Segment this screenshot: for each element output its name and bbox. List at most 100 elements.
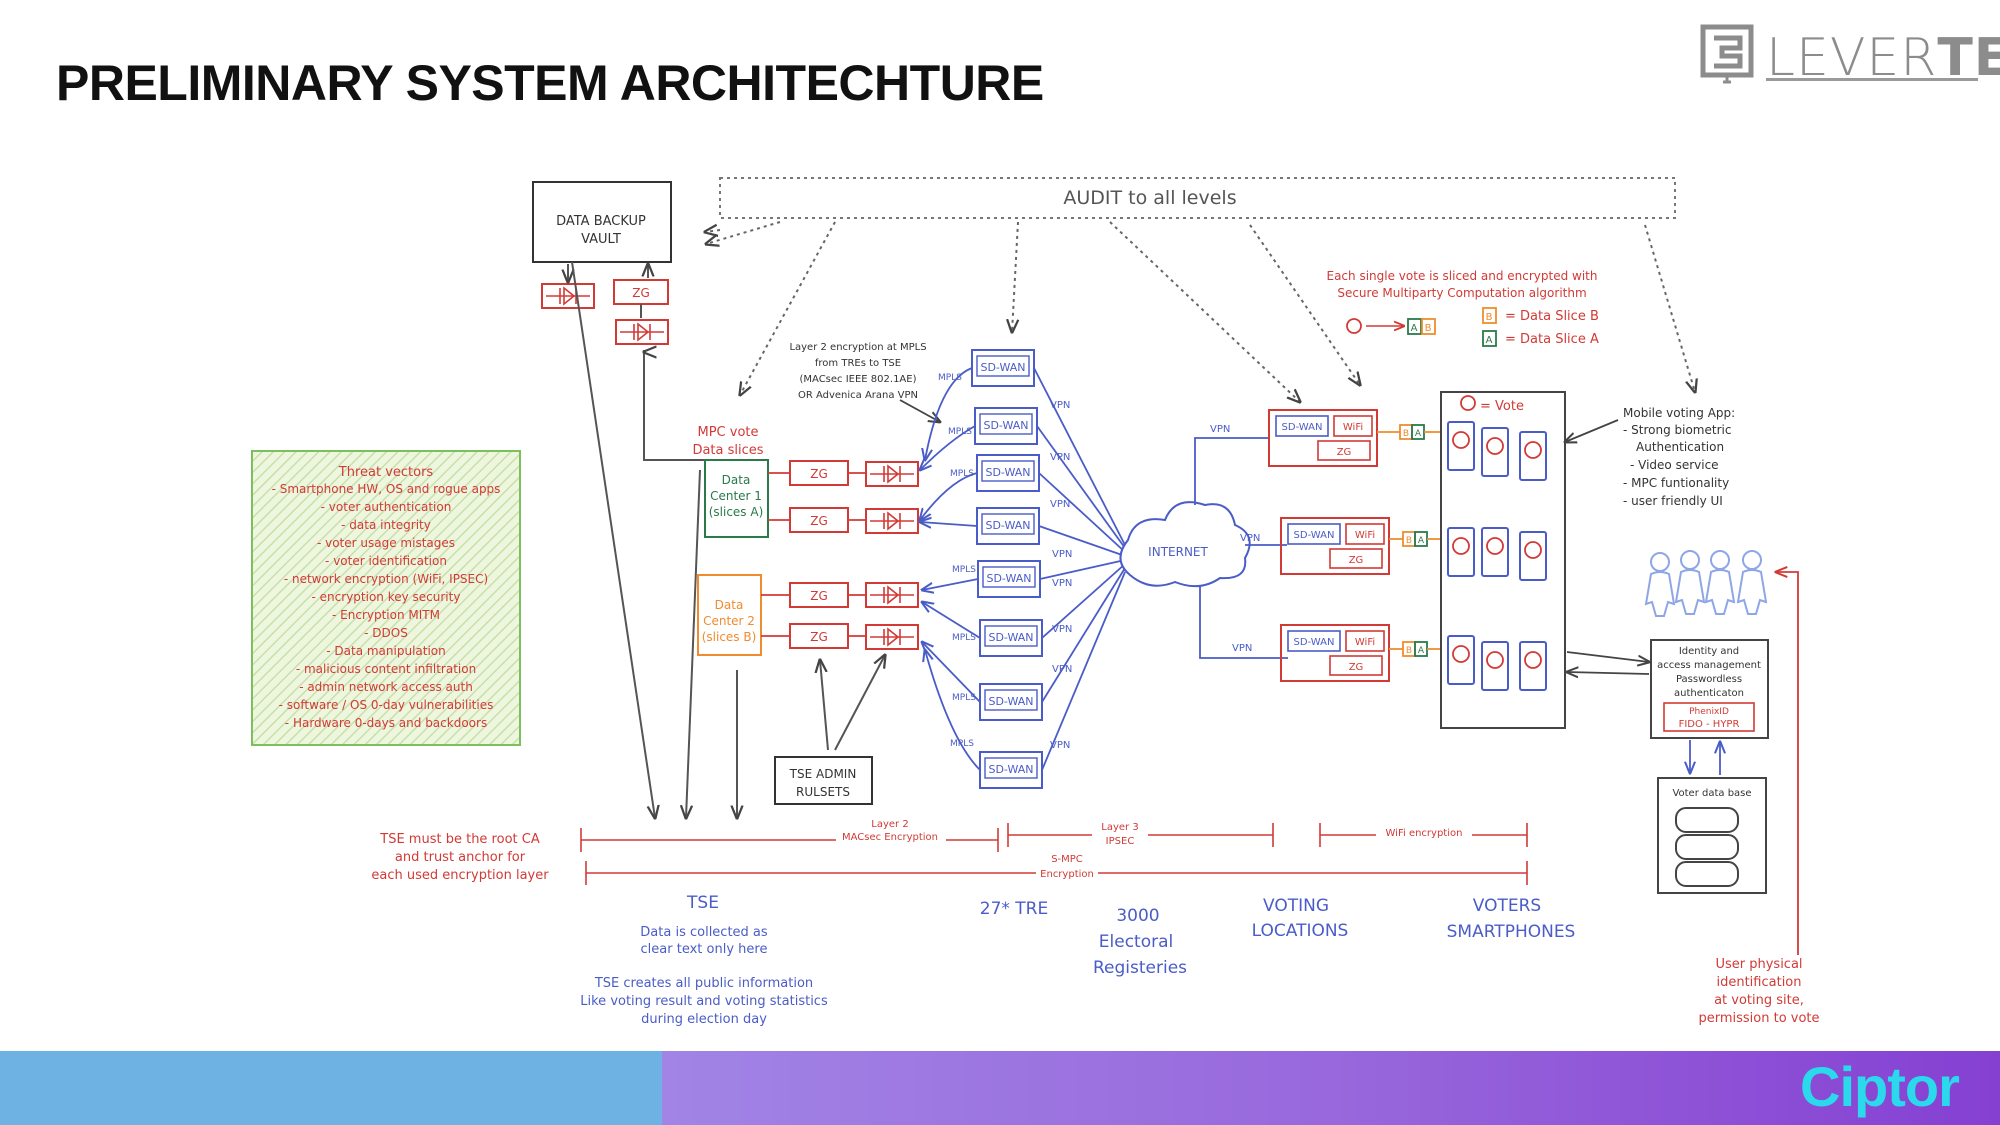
vpn-labels: VPN VPN VPN VPN VPN VPN VPN VPN [1050,400,1072,751]
voters-group [1645,550,1767,617]
mpls-label: MPLS [950,739,974,749]
threat-item: - data integrity [341,518,431,532]
sdwan-column: SD-WAN SD-WAN SD-WAN SD-WAN SD-WAN SD-WA… [971,349,1043,789]
smartphone-icon [1519,641,1547,691]
tse-line3: TSE creates all public information [594,976,813,991]
audit-arrows [705,221,1695,402]
internet-cloud: INTERNET [1119,501,1251,588]
vpn-label: VPN [1050,400,1070,411]
l3-label-line1: Layer 3 [1101,822,1138,833]
app-line6: - user friendly UI [1623,494,1723,508]
vpn-label: VPN [1232,643,1252,654]
voting-location: SD-WAN WiFi ZG [1280,517,1390,575]
person-icon [1705,550,1735,615]
sdwan-node: SD-WAN [976,507,1040,545]
zg-label: ZG [810,514,828,528]
mpls-label: MPLS [948,427,972,437]
smartphone-icon [1519,431,1547,481]
root-ca-note: TSE must be the root CA and trust anchor… [371,832,549,883]
vpn-label: VPN [1050,499,1070,510]
smartphone-icon [1447,421,1475,471]
iam-links [1567,651,1649,674]
mpls-links [920,367,981,771]
zg-label: ZG [810,630,828,644]
smpc-label-line2: Encryption [1040,869,1094,880]
physical-id-note: User physical identification at voting s… [1698,957,1819,1026]
slice-b-legend: = Data Slice B [1505,309,1599,324]
voting-location: SD-WAN WiFi ZG [1268,409,1378,467]
slice-b-letter: B [1486,312,1493,323]
vault-connectors [568,261,737,818]
app-line2: - Strong biometric [1623,423,1731,437]
tse-label: TSE [686,893,719,913]
app-line1: Mobile voting App: [1623,406,1735,420]
slice-tags: B A B A B A [1399,424,1428,657]
vault-line2: VAULT [581,232,621,247]
logo-underline [1766,78,1978,81]
zg-label: ZG [1337,447,1352,458]
vote-legend: = Vote [1480,399,1524,414]
sdwan-label: SD-WAN [988,763,1033,776]
smartphone-icon [1519,531,1547,581]
sdwan-node: SD-WAN [971,349,1035,387]
mpc-note-line2: Data slices [692,443,763,458]
physical-id-arrow [1776,572,1799,955]
vpn-label: VPN [1210,424,1230,435]
sdwan-node: SD-WAN [979,751,1043,789]
slide-title: PRELIMINARY SYSTEM ARCHITECHTURE [56,55,1044,111]
sdwan-node: SD-WAN [979,619,1043,657]
dc2-line3: (slices B) [702,630,757,644]
smartphone-icon [1447,635,1475,685]
vpn-label: VPN [1052,624,1072,635]
slice-a-letter: A [1411,323,1418,334]
vpn-label: VPN [1050,452,1070,463]
admin-arrows [820,655,885,751]
vpn-label: VPN [1240,533,1260,544]
threat-vectors-box: Threat vectors - Smartphone HW, OS and r… [251,450,521,746]
smartphone-icon [1447,527,1475,577]
sdwan-node: SD-WAN [976,454,1040,492]
app-line5: - MPC funtionality [1623,476,1729,490]
l2note-line1: Layer 2 encryption at MPLS [789,342,926,353]
iam-line6: FIDO - HYPR [1679,719,1740,730]
iam-line3: Passwordless [1676,674,1742,685]
root-ca-line1: TSE must be the root CA [379,832,540,847]
tse-admin-rulesets: TSE ADMIN RULSETS [774,756,873,805]
l2note-line3: (MACsec IEEE 802.1AE) [800,374,917,385]
locations-line2: LOCATIONS [1252,921,1349,941]
locations-line1: VOTING [1263,896,1329,916]
phones-line2: SMARTPHONES [1447,922,1576,942]
footer-band-left [0,1051,662,1125]
threat-item: - software / OS 0-day vulnerabilities [279,698,494,712]
data-backup-vault: DATA BACKUP VAULT [532,181,672,263]
layer2-note: Layer 2 encryption at MPLS from TREs to … [789,342,940,422]
slice-tag-links [1377,431,1440,650]
smpc-label-line1: S-MPC [1051,854,1083,865]
slice-a-legend: = Data Slice A [1505,332,1599,347]
root-ca-line2: and trust anchor for [395,850,526,865]
person-icon [1645,552,1675,617]
threat-item: - Hardware 0-days and backdoors [285,716,487,730]
wifi-enc-label: WiFi encryption [1386,828,1463,839]
sdwan-node: SD-WAN [977,560,1041,598]
sdwan-label: SD-WAN [1294,637,1335,648]
dc2-line1: Data [715,598,744,612]
sdwan-label: SD-WAN [986,572,1031,585]
tre-label: 27* TRE [980,899,1048,919]
slice-b-letter: B [1406,536,1412,546]
encryptor-icon [865,508,919,534]
encryptor-icon [615,319,669,345]
threat-item: - voter identification [325,554,447,568]
iam-db-links [1690,740,1720,775]
dc1-line2: Center 1 [710,489,762,503]
smartphones-panel: = Vote [1440,391,1566,729]
mpls-labels: MPLS MPLS MPLS MPLS MPLS MPLS MPLS [938,373,976,749]
cloud-icon [1119,501,1251,588]
threat-item: - admin network access auth [299,680,473,694]
l3-label-line2: IPSEC [1106,836,1135,847]
threat-item: - network encryption (WiFi, IPSEC) [284,572,488,586]
tse-line1: Data is collected as [640,925,768,940]
threat-item: - malicious content infiltration [296,662,476,676]
sdwan-label: SD-WAN [1294,530,1335,541]
